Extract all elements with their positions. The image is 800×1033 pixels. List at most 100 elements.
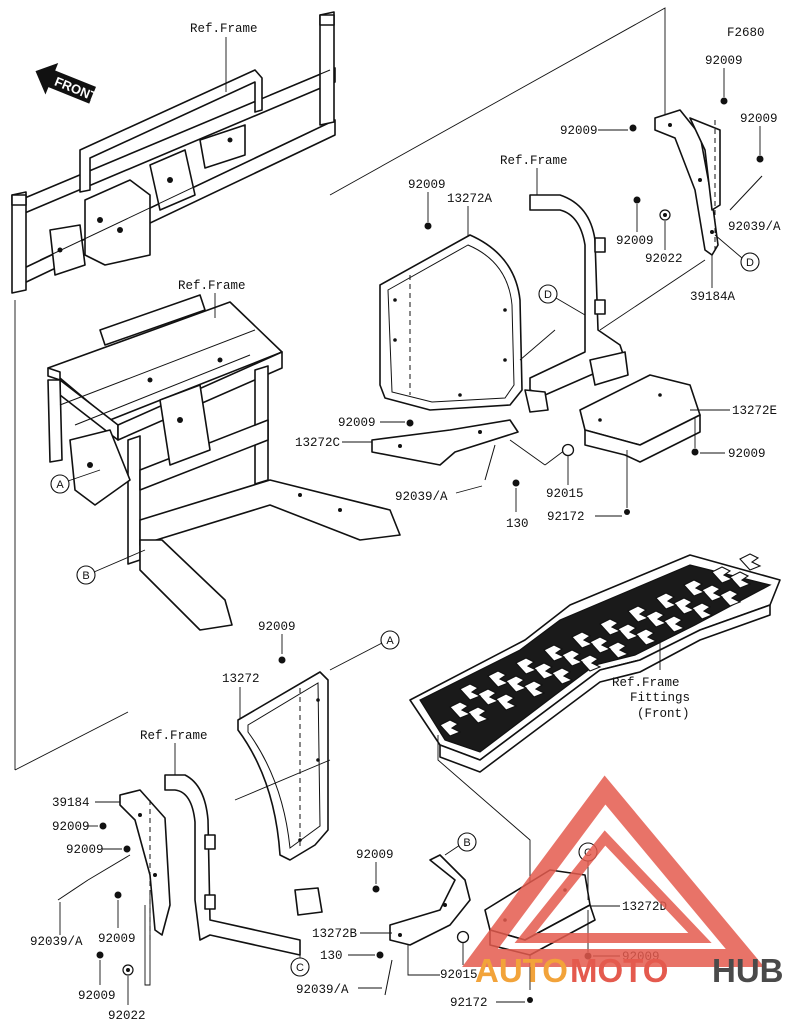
- tread-chevron: [439, 719, 462, 737]
- label-92039a-l: 92039/A: [30, 935, 83, 949]
- tread-chevron: [635, 628, 658, 646]
- bolt-icon: [406, 419, 414, 427]
- watermark-logo: AUTO MOTO HUB: [462, 775, 784, 989]
- svg-text:D: D: [544, 289, 552, 301]
- tread-chevron: [617, 623, 640, 641]
- tread-chevron: [599, 618, 622, 636]
- grommet-icon: [456, 930, 470, 944]
- rivet-icon: [624, 509, 630, 515]
- bolt-icon: [99, 822, 107, 830]
- panel-13272e: [579, 374, 701, 463]
- label-130-b: 130: [320, 949, 343, 963]
- label-92039a-tr: 92039/A: [728, 220, 781, 234]
- rivet-icon: [527, 997, 533, 1003]
- bolt-icon: [123, 845, 131, 853]
- label-92022-tr: 92022: [645, 252, 683, 266]
- label-13272: 13272: [222, 672, 260, 686]
- bolt-icon: [691, 448, 699, 456]
- tread-chevron: [691, 602, 714, 620]
- label-130-mid: 130: [506, 517, 529, 531]
- label-92009-tr1: 92009: [705, 54, 743, 68]
- label-39184a: 39184A: [690, 290, 736, 304]
- tread-chevron: [645, 610, 668, 628]
- frame-pillar-left: [164, 774, 323, 956]
- label-39184: 39184: [52, 796, 90, 810]
- label-13272b: 13272B: [312, 927, 358, 941]
- watermark-moto: MOTO: [570, 952, 668, 989]
- label-92015-b: 92015: [440, 968, 478, 982]
- svg-text:A: A: [386, 635, 394, 647]
- bolt-icon: [512, 479, 520, 487]
- tread-chevron: [719, 589, 742, 607]
- diagram-code: F2680: [727, 26, 765, 40]
- bracket-13272b: [389, 854, 471, 946]
- grommet-icon: [561, 443, 575, 457]
- ref-fittings-line1: Ref.Frame: [612, 676, 680, 690]
- tread-chevron: [515, 657, 538, 675]
- tread-chevron: [449, 701, 472, 719]
- tread-chevron: [561, 649, 584, 667]
- label-92009-l4: 92009: [78, 989, 116, 1003]
- tread-chevron: [467, 706, 490, 724]
- label-92022-l: 92022: [108, 1009, 146, 1023]
- label-92172-mid: 92172: [547, 510, 585, 524]
- bolt-icon: [114, 891, 122, 899]
- tread-chevron: [459, 683, 482, 701]
- callout-d-top: D: [714, 234, 760, 272]
- tread-chevron: [683, 579, 706, 597]
- tread-chevron: [739, 553, 762, 571]
- watermark-auto: AUTO: [475, 952, 568, 989]
- callout-b-bottom: B: [444, 832, 477, 856]
- ref-fittings-line3: (Front): [637, 707, 690, 721]
- tread-chevron: [673, 597, 696, 615]
- rear-frame-assembly: [11, 11, 336, 294]
- panel-13272a: [379, 234, 523, 411]
- label-13272d: 13272D: [622, 900, 667, 914]
- watermark-hub: HUB: [712, 952, 784, 989]
- ref-frame-top-label: Ref.Frame: [190, 22, 258, 36]
- tread-chevron: [579, 654, 602, 672]
- bolt-icon: [720, 97, 728, 105]
- label-92009-tr2: 92009: [560, 124, 598, 138]
- bolt-icon: [96, 951, 104, 959]
- label-92009-mid: 92009: [338, 416, 376, 430]
- tread-chevron: [543, 644, 566, 662]
- callout-b-left: B: [76, 549, 146, 585]
- tread-chevron: [571, 631, 594, 649]
- bolt-icon: [278, 656, 286, 664]
- label-92172-b: 92172: [450, 996, 488, 1010]
- label-13272e: 13272E: [732, 404, 777, 418]
- bolt-icon: [629, 124, 637, 132]
- ref-frame-right-label: Ref.Frame: [500, 154, 568, 168]
- bolt-icon: [424, 222, 432, 230]
- label-92009-l1: 92009: [52, 820, 90, 834]
- callout-d-mid: D: [538, 284, 586, 316]
- ref-frame-left-bottom-label: Ref.Frame: [140, 729, 208, 743]
- tread-chevron: [533, 662, 556, 680]
- floor-mat: [409, 554, 781, 773]
- floor-mat-tread: [439, 553, 762, 737]
- fender-13272: [237, 671, 329, 861]
- svg-text:D: D: [746, 257, 754, 269]
- bolt-icon: [372, 885, 380, 893]
- svg-text:A: A: [56, 479, 64, 491]
- tread-chevron: [505, 675, 528, 693]
- front-arrow-label: FRONT: [53, 74, 100, 105]
- bracket-13272c: [371, 419, 519, 466]
- tread-chevron: [627, 605, 650, 623]
- tread-chevron: [663, 615, 686, 633]
- svg-text:C: C: [296, 962, 304, 974]
- callout-c-left: C: [290, 955, 310, 977]
- tread-chevron: [711, 566, 734, 584]
- label-92009-tr3: 92009: [740, 112, 778, 126]
- tread-chevron: [589, 636, 612, 654]
- ref-fittings-line2: Fittings: [630, 691, 690, 705]
- label-92009-l3: 92009: [98, 932, 136, 946]
- label-13272c: 13272C: [295, 436, 340, 450]
- svg-text:B: B: [463, 837, 470, 849]
- tread-chevron: [655, 592, 678, 610]
- tread-chevron: [495, 693, 518, 711]
- label-92009-mid-top: 92009: [408, 178, 446, 192]
- svg-text:B: B: [82, 570, 89, 582]
